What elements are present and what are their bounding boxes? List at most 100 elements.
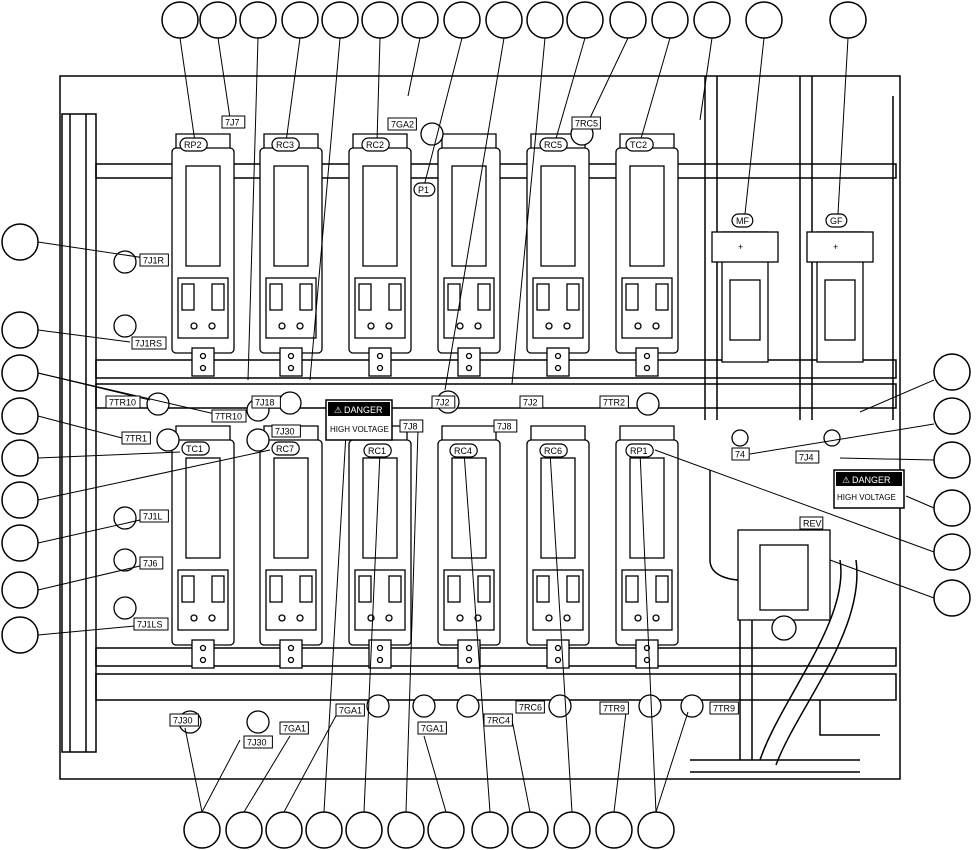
wire-label-text: 7J30 (247, 738, 267, 748)
leader-line (837, 37, 849, 215)
callout-balloon (1, 524, 39, 562)
callout-balloon (829, 1, 867, 39)
wire-label-7j30-c: 7J30 (243, 735, 273, 749)
callout-balloon (345, 811, 383, 849)
callout-balloon (933, 533, 971, 571)
wire-label-7j1rs: 7J1RS (131, 336, 167, 350)
leader-line (444, 37, 505, 391)
component-tag-text: RC5 (544, 140, 562, 150)
leader-line (463, 451, 491, 813)
relay-top-3 (348, 133, 412, 377)
wire-label-7j30-b: 7J30 (169, 713, 199, 727)
mf-fuse-clip (711, 231, 779, 263)
wire-label-7ga1-c: 7GA1 (417, 721, 447, 735)
leader-line (37, 565, 141, 591)
danger-sign-right-subtitle: HIGH VOLTAGE (837, 493, 896, 502)
component-tag-rp1: RP1 (625, 443, 654, 458)
wire-label-text: 7TR10 (109, 398, 136, 408)
wire-label-7j30-a: 7J30 (271, 424, 301, 438)
component-tag-rc7: RC7 (271, 441, 300, 456)
wire-label-7rc4: 7RC4 (483, 713, 513, 727)
leader-line (699, 37, 713, 121)
wire-label-text: 7GA2 (391, 120, 414, 130)
callout-balloon (566, 1, 604, 39)
wire-label-7j2-b: 7J2 (519, 395, 544, 409)
svg-text:⚠: ⚠ (334, 405, 342, 415)
callout-balloon (1, 616, 39, 654)
callout-balloon (933, 489, 971, 527)
wire-label-text: 7GA1 (421, 724, 444, 734)
callout-balloon (933, 441, 971, 479)
callout-balloon (693, 1, 731, 39)
wire-label-74: 74 (731, 447, 750, 461)
wire-label-text: 7TR9 (713, 704, 735, 714)
leader-line (37, 372, 216, 415)
callout-balloon (511, 811, 549, 849)
wire-label-7j4: 7J4 (795, 450, 820, 464)
rev-relay (737, 529, 831, 621)
callout-balloon (1, 354, 39, 392)
callout-balloon (265, 811, 303, 849)
wire-label-text: 7J30 (275, 427, 295, 437)
leader-line (511, 37, 546, 385)
callout-balloon (933, 353, 971, 391)
bus-bar-mid-1 (95, 359, 897, 379)
wire-label-text: 7TR9 (603, 704, 625, 714)
wire-label-text: REV (803, 519, 822, 529)
wire-label-text: 7J2 (435, 398, 450, 408)
wire-label-text: 7J8 (403, 422, 418, 432)
relay-top-6 (615, 133, 679, 377)
component-tag-rc3: RC3 (271, 137, 300, 152)
danger-sign-right-title: DANGER (852, 475, 891, 485)
leader-line (37, 449, 271, 501)
callout-balloon (485, 1, 523, 39)
wire-label-text: 74 (735, 450, 745, 460)
leader-line (247, 37, 259, 381)
callout-balloon (401, 1, 439, 39)
wire-label-text: 7J1LS (137, 620, 163, 630)
wire-label-text: 7J1L (143, 512, 163, 522)
wire-label-7j18: 7J18 (251, 395, 281, 409)
left-rail (61, 113, 97, 753)
relay-bottom-5 (526, 425, 590, 669)
component-tag-p1: P1 (413, 182, 436, 197)
component-tag-text: RC3 (276, 140, 294, 150)
wire-label-text: 7TR2 (603, 398, 625, 408)
svg-text:⚠: ⚠ (842, 475, 850, 485)
wire-label-7j6: 7J6 (139, 556, 164, 570)
callout-balloon (1, 397, 39, 435)
callout-balloon (651, 1, 689, 39)
danger-sign-left-title: DANGER (344, 405, 383, 415)
wire-label-7j1l: 7J1L (139, 509, 169, 523)
leader-line (639, 37, 671, 143)
wire-label-text: 7RC4 (487, 716, 510, 726)
callout-balloon (361, 1, 399, 39)
relay-top-1 (171, 133, 235, 377)
panel-outline (59, 75, 901, 780)
component-tag-tc1: TC1 (181, 441, 210, 456)
component-tag-text: RC7 (276, 444, 294, 454)
component-tag-rp2: RP2 (179, 137, 208, 152)
component-tag-rc1: RC1 (363, 443, 392, 458)
callout-balloon (1, 481, 39, 519)
component-tag-text: GF (830, 216, 843, 226)
danger-sign-left-subtitle: HIGH VOLTAGE (330, 425, 389, 434)
component-tag-rc4: RC4 (449, 443, 478, 458)
leader-line (37, 625, 136, 636)
leader-line (37, 519, 141, 544)
wire-label-text: 7RC5 (575, 119, 598, 129)
component-tag-mf: MF (731, 213, 754, 228)
wire-label-text: 7J30 (173, 716, 193, 726)
component-tag-text: RC4 (454, 446, 472, 456)
leader-line (323, 415, 348, 813)
callout-balloon (281, 1, 319, 39)
leader-line (839, 457, 935, 461)
wire-label-7ga1-a: 7GA1 (279, 721, 309, 735)
bus-bar-mid-2 (95, 383, 897, 409)
relay-bottom-6 (615, 425, 679, 669)
component-tag-rc2: RC2 (361, 137, 390, 152)
callout-balloon (387, 811, 425, 849)
